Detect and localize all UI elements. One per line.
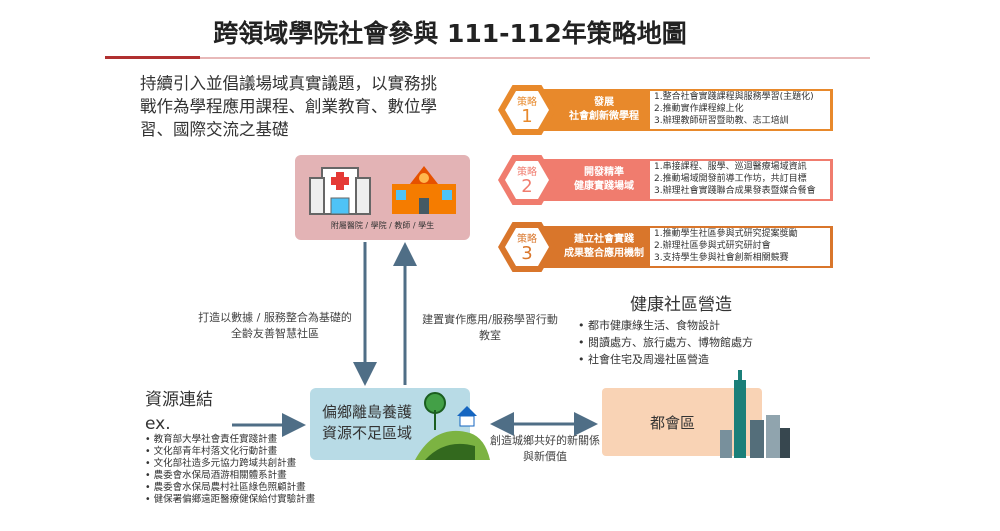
strategy-item: 1.推動學生社區參與式研究提案獎勵: [654, 229, 798, 239]
strategy-tag: 策略: [517, 167, 537, 178]
title-divider: [105, 57, 870, 59]
rural-label: 偏鄉離島養護資源不足區域: [322, 402, 412, 444]
resource-item: 農委會水保局農村社區綠色照顧計畫: [145, 482, 315, 494]
strategy-item: 2.推動實作課程線上化: [654, 104, 744, 114]
strategy-name: 建立社會實踐成果整合應用機制: [560, 226, 648, 268]
strategy-name-line2: 社會創新微學程: [569, 111, 639, 122]
hospital-icon: [309, 167, 371, 215]
strategy-tag: 策略: [517, 97, 537, 108]
strategy-name-line1: 發展: [594, 97, 614, 108]
resources: 資源連結 ex. 教育部大學社會責任實踐計畫文化部青年村落文化行動計畫文化部社造…: [145, 385, 315, 506]
link-label: 創造城鄉共好的新關係與新價值: [490, 434, 600, 463]
hospital-school-icons: [309, 166, 456, 215]
resources-ex: ex.: [145, 414, 171, 434]
strategy-item: 3.辦理社會實踐聯合成果發表暨媒合餐會: [654, 186, 816, 196]
strategy-name-line2: 健康實踐場域: [574, 181, 634, 192]
strategy-number: 3: [521, 243, 533, 264]
strategy-item: 2.辦理社區參與式研究研討會: [654, 241, 771, 251]
strategy-name-line1: 開發精準: [584, 167, 624, 178]
stakeholders-label: 附屬醫院 / 學院 / 教師 / 學生: [330, 221, 435, 230]
health-item: 閱讀處方、旅行處方、博物館處方: [578, 334, 808, 351]
resource-item: 農委會水保局酒游相關體系計畫: [145, 470, 315, 482]
rural-line2: 資源不足區域: [322, 424, 413, 442]
strategy-item: 1.串接課程、服學、巡迴醫療場域資訊: [654, 162, 807, 172]
resource-item: 文化部青年村落文化行動計畫: [145, 446, 315, 458]
title-divider-accent: [105, 56, 200, 59]
health-community: 健康社區營造 都市健康綠生活、食物設計閱讀處方、旅行處方、博物館處方社會住宅及周…: [578, 290, 808, 368]
page-title: 跨領域學院社會參與 111-112年策略地圖: [213, 19, 687, 48]
strategy-number: 1: [521, 106, 533, 127]
rural-landscape-icon: [415, 392, 490, 460]
strategy-items: 1.串接課程、服學、巡迴醫療場域資訊 2.推動場域開發前導工作坊，共訂目標 3.辦理…: [650, 161, 830, 199]
resource-item: 健保署偏鄉遠距醫療健保給付實驗計畫: [145, 494, 316, 506]
urban-label: 都會區: [650, 414, 696, 432]
strategy-name-line2: 成果整合應用機制: [564, 248, 644, 259]
strategy-name: 開發精準健康實踐場域: [560, 159, 648, 201]
down-arrow-label: 打造以數據 / 服務整合為基礎的全齡友善智慧社區: [198, 311, 352, 340]
health-item: 社會住宅及周邊社區營造: [578, 351, 808, 368]
strategy-item: 3.辦理教師研習暨助教、志工培訓: [654, 116, 789, 126]
city-skyline-icon: [720, 370, 790, 458]
strategy-tag: 策略: [517, 234, 537, 245]
resource-item: 教育部大學社會責任實踐計畫: [145, 434, 315, 446]
rural-line1: 偏鄉離島養護: [322, 403, 413, 421]
intro-text: 持續引入並倡議場域真實議題，以實務挑戰作為學程應用課程、創業教育、數位學習、國際…: [140, 74, 437, 139]
strategy-items: 1.整合社會實踐課程與服務學習(主題化) 2.推動實作課程線上化 3.辦理教師研習暨…: [650, 91, 830, 129]
strategy-item: 2.推動場域開發前導工作坊，共訂目標: [654, 174, 807, 184]
resource-item: 文化部社造多元協力跨域共創計畫: [145, 458, 315, 470]
strategy-name: 發展社會創新微學程: [560, 89, 648, 131]
school-icon: [392, 166, 456, 214]
resources-title: 資源連結: [145, 390, 213, 410]
strategy-item: 1.整合社會實踐課程與服務學習(主題化): [654, 92, 814, 102]
strategy-items: 1.推動學生社區參與式研究提案獎勵 2.辦理社區參與式研究研討會 3.支持學生參與社…: [650, 228, 830, 266]
health-item: 都市健康綠生活、食物設計: [578, 317, 808, 334]
strategy-item: 3.支持學生參與社會創新相關競賽: [654, 253, 789, 263]
strategy-number: 2: [521, 176, 533, 197]
strategy-name-line1: 建立社會實踐: [574, 234, 634, 245]
up-arrow-label: 建置實作應用/服務學習行動教室: [422, 313, 558, 342]
health-title: 健康社區營造: [630, 295, 732, 315]
